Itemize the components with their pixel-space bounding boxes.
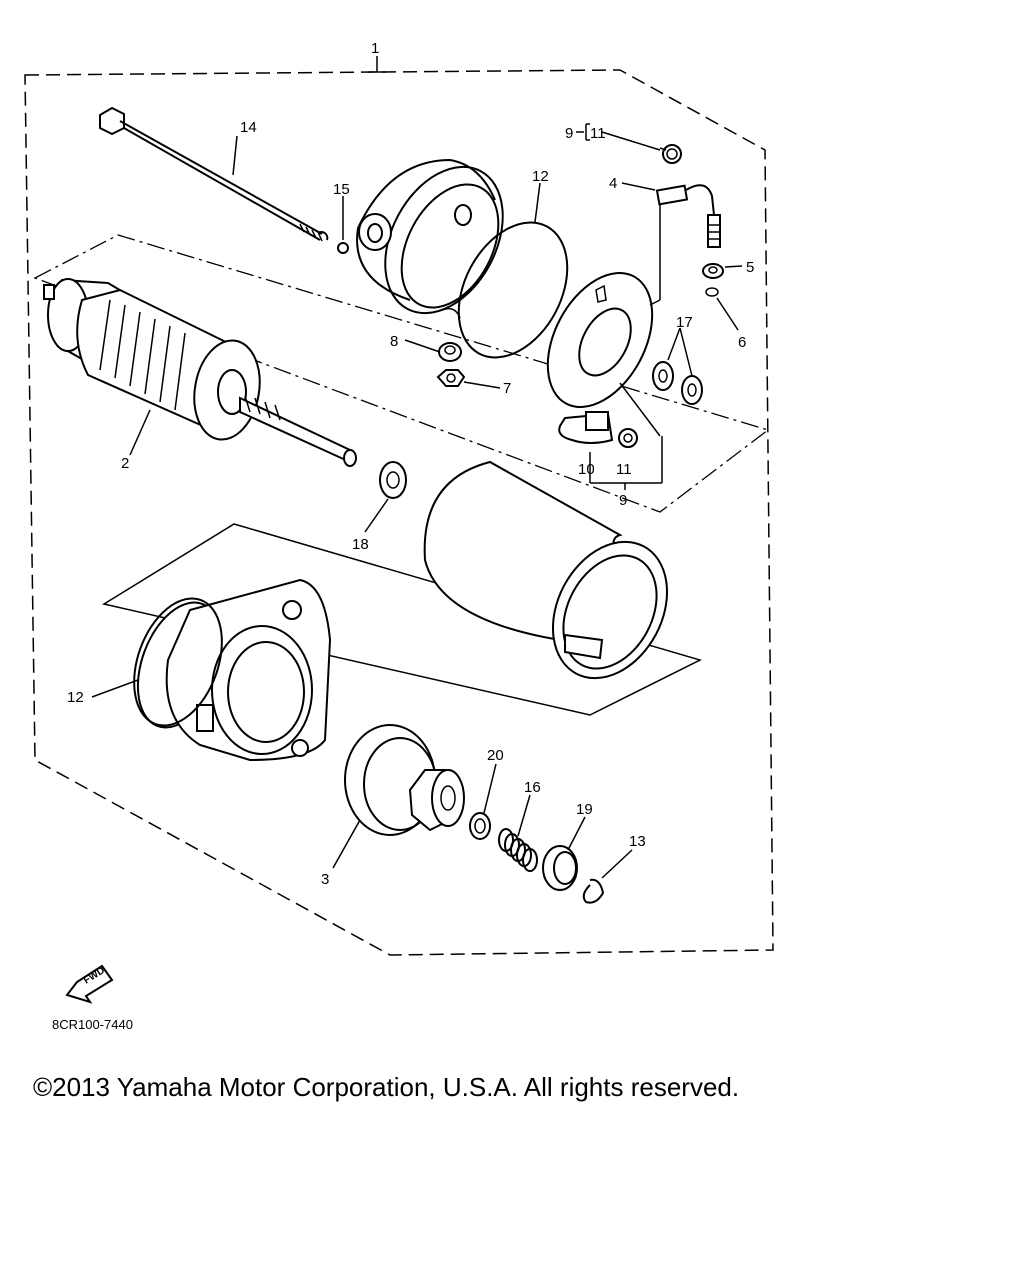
through-bolt	[99, 106, 329, 242]
callout-6: 6	[738, 334, 746, 351]
armature	[43, 278, 357, 467]
callout-4: 4	[609, 175, 617, 192]
lower-plane	[102, 523, 703, 716]
callout-15: 15	[333, 181, 350, 198]
fwd-arrow: FWD	[65, 964, 114, 1004]
o-ring-top	[457, 221, 569, 359]
callout-9-top: 9	[565, 125, 573, 142]
callout-13: 13	[629, 833, 646, 850]
callout-1: 1	[371, 40, 379, 57]
callout-17: 17	[676, 314, 693, 331]
upper-plane	[33, 234, 770, 513]
callout-7: 7	[503, 380, 511, 397]
copyright-text: ©2013 Yamaha Motor Corporation, U.S.A. A…	[33, 1072, 740, 1102]
callout-12-bottom: 12	[67, 689, 84, 706]
spring	[498, 828, 538, 872]
callout-11-bottom: 11	[616, 461, 632, 478]
callout-12-top: 12	[532, 168, 549, 185]
callout-10: 10	[578, 461, 595, 478]
callout-11-top: 11	[590, 125, 606, 142]
brush-plate	[546, 272, 654, 408]
washer-nut	[438, 342, 462, 362]
callout-5: 5	[746, 259, 754, 276]
yoke-housing	[423, 460, 669, 680]
callout-8: 8	[390, 333, 398, 350]
callout-16: 16	[524, 779, 541, 796]
callout-14: 14	[240, 119, 257, 136]
callout-18: 18	[352, 536, 369, 553]
part-code: 8CR100-7440	[52, 1017, 133, 1032]
o-ring-bottom	[133, 597, 223, 727]
callout-20: 20	[487, 747, 504, 764]
callout-19: 19	[576, 801, 593, 818]
rear-cover	[356, 158, 504, 319]
pinion-gear	[344, 724, 465, 836]
callout-3: 3	[321, 871, 329, 888]
brush-holder	[558, 411, 663, 490]
front-cover	[136, 578, 332, 762]
brush-spring-top	[659, 144, 682, 164]
callout-9-bottom: 9	[619, 492, 627, 509]
hex-nut	[436, 369, 466, 387]
callout-2: 2	[121, 455, 129, 472]
assembly-boundary	[24, 69, 774, 956]
lead-wire	[649, 184, 721, 306]
